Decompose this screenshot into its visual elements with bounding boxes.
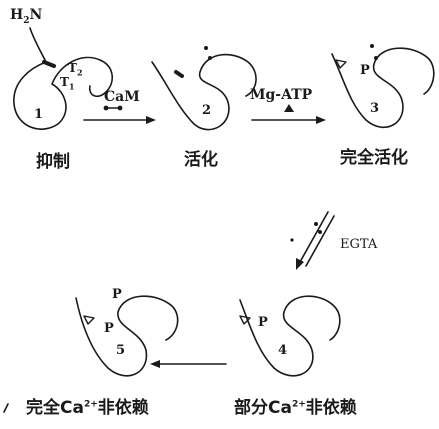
phospho-p-state-4: P (258, 315, 268, 330)
enzyme-2-domain-mark (174, 70, 184, 78)
mg-atp-label: Mg-ATP (250, 87, 313, 103)
state-4-number: 4 (278, 343, 288, 358)
t2-label: T2 (68, 62, 83, 76)
n-terminus-sub: 2 (23, 15, 30, 26)
state-1-caption: 抑制 (36, 152, 70, 172)
arrow-4-to-5-head (150, 360, 160, 368)
n-terminus-h: H (10, 7, 24, 23)
state-5-number: 5 (116, 343, 126, 358)
state-4-caption-sup: 2+ (291, 399, 306, 410)
egta-arrow-line-b (305, 215, 335, 267)
phospho-p-state-5-mid: P (104, 321, 114, 336)
calcium-dot-a (204, 46, 208, 50)
egta-arrow-head (296, 258, 304, 270)
n-terminal-chain (29, 27, 47, 63)
t1-letter: T (60, 75, 69, 89)
egta-label: EGTA (340, 237, 378, 252)
arrow-1-to-2-head (146, 116, 156, 124)
state-4-caption-pre: 部分Ca (234, 398, 292, 418)
calcium-dot-c (370, 44, 374, 48)
egta-arrow-line-a (299, 211, 329, 263)
t2-letter: T (68, 61, 77, 75)
state-3-number: 3 (370, 101, 380, 116)
autoinhibitory-domain (42, 60, 56, 68)
t1-sub: 1 (68, 81, 75, 92)
state-2-caption: 活化 (184, 150, 218, 170)
cam-dot-right (117, 105, 123, 111)
state-5-caption-post: 非依赖 (97, 398, 149, 418)
enzyme-3-domain-mark (335, 59, 347, 69)
state-5-caption-sup: 2+ (83, 399, 98, 410)
enzyme-4-domain-mark (239, 315, 251, 325)
enzyme-5-outline (75, 295, 179, 377)
state-2-number: 2 (202, 103, 212, 118)
mg-atp-marker (284, 104, 294, 112)
egta-dot-a (314, 222, 318, 226)
state-5-caption-pre: 完全Ca (26, 398, 84, 418)
t2-sub: 2 (76, 67, 83, 78)
state-5-caption: 完全Ca2+非依赖 (26, 400, 149, 417)
n-terminus-n: N (29, 7, 43, 23)
egta-dot-b (318, 230, 322, 234)
phospho-p-state-3: P (360, 63, 370, 78)
state-3-caption: 完全活化 (340, 148, 408, 168)
cam-label: CaM (104, 89, 140, 105)
state-4-caption: 部分Ca2+非依赖 (234, 400, 357, 417)
enzyme-2-outline (151, 53, 257, 131)
calcium-dot-b (208, 56, 212, 60)
arrow-2-to-3-head (316, 116, 326, 124)
enzyme-1-outline (13, 56, 113, 130)
calcium-dot-d (374, 56, 378, 60)
ticks (3, 403, 9, 413)
enzyme-3-outline (331, 47, 435, 129)
phospho-p-state-5-top: P (112, 287, 122, 302)
enzyme-5-domain-mark (83, 315, 95, 325)
t1-label: T1 (60, 76, 75, 90)
state-4-caption-post: 非依赖 (305, 398, 357, 418)
state-1-number: 1 (34, 107, 44, 122)
n-terminus-label: H2N (10, 8, 42, 26)
egta-dot-c (290, 238, 294, 242)
cam-dot-left (103, 105, 109, 111)
enzyme-4-outline (239, 295, 341, 377)
